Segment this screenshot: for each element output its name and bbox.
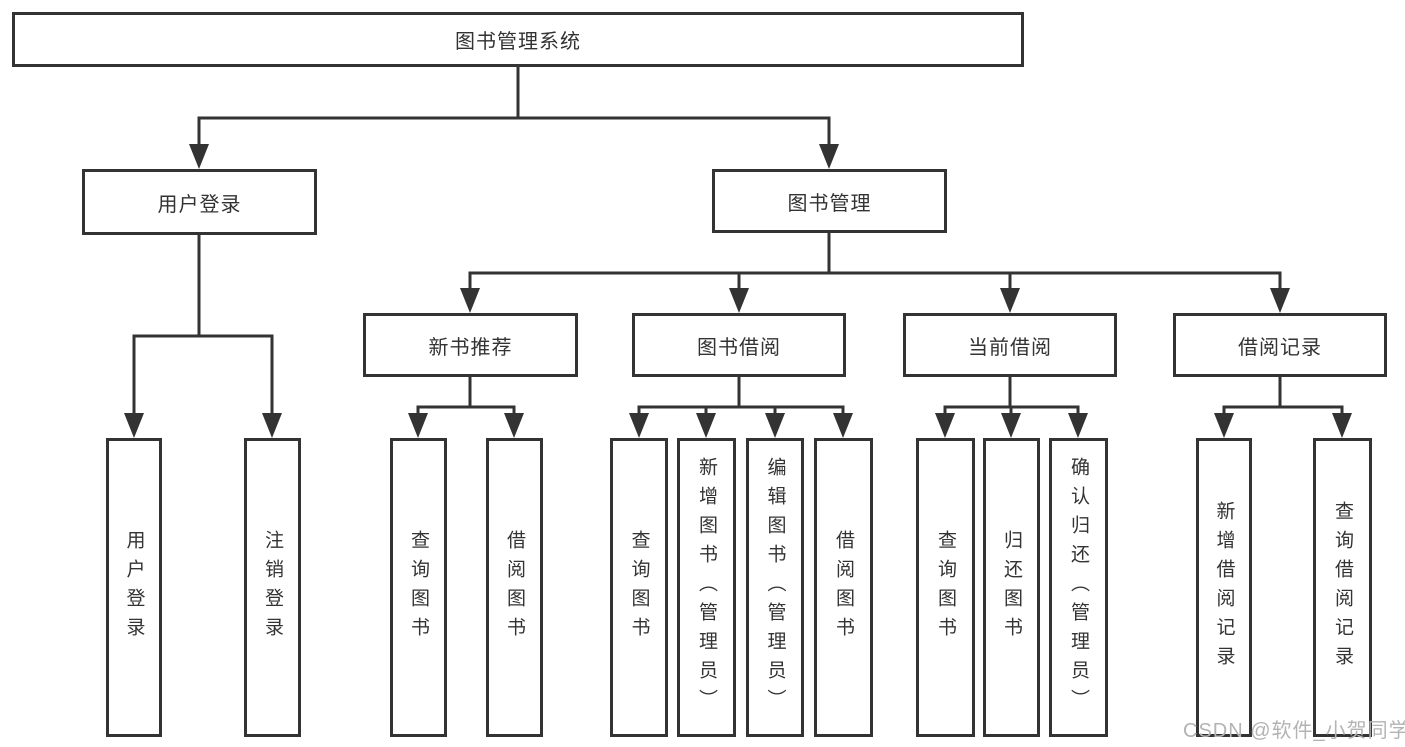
arrow-down-icon: [1001, 413, 1021, 438]
arrow-down-icon: [1068, 413, 1088, 438]
arrow-down-icon: [819, 144, 839, 169]
leaf-label: 编辑图书（管理员）: [764, 457, 786, 718]
leaf-user-login: 用户登录: [106, 438, 162, 737]
arrow-down-icon: [696, 413, 716, 438]
leaf-query-books-borrowing: 查询图书: [610, 438, 668, 737]
leaf-borrow-books-recommend: 借阅图书: [486, 438, 543, 737]
leaf-query-books-recommend: 查询图书: [390, 438, 447, 737]
leaf-label: 借阅图书: [504, 529, 525, 646]
leaf-label: 借阅图书: [833, 529, 854, 646]
arrow-down-icon: [1000, 288, 1020, 313]
arrow-down-icon: [833, 413, 853, 438]
leaf-return-books: 归还图书: [983, 438, 1040, 737]
arrow-down-icon: [765, 413, 785, 438]
arrow-down-icon: [1270, 288, 1290, 313]
leaf-logout: 注销登录: [244, 438, 301, 737]
leaf-label: 确认归还（管理员）: [1068, 457, 1089, 718]
leaf-label: 归还图书: [1001, 529, 1022, 646]
arrow-down-icon: [124, 413, 144, 438]
arrow-down-icon: [1214, 413, 1234, 438]
node-label: 图书借阅: [697, 336, 781, 359]
leaf-label: 注销登录: [262, 529, 283, 646]
arrow-down-icon: [729, 288, 749, 313]
arrow-down-icon: [629, 413, 649, 438]
node-borrowing-records: 借阅记录: [1173, 313, 1387, 377]
node-current-borrowing: 当前借阅: [903, 313, 1117, 377]
node-book-borrowing: 图书借阅: [632, 313, 846, 377]
node-label: 用户登录: [157, 193, 242, 216]
leaf-add-book-admin: 新增图书（管理员）: [677, 438, 736, 737]
node-book-management: 图书管理: [712, 169, 947, 233]
arrow-down-icon: [1332, 413, 1352, 438]
node-label: 借阅记录: [1238, 336, 1322, 359]
node-new-book-recommend: 新书推荐: [363, 313, 578, 377]
leaf-label: 查询图书: [628, 529, 650, 646]
leaf-borrow-books: 借阅图书: [814, 438, 873, 737]
node-label: 图书管理系统: [455, 31, 581, 53]
node-root: 图书管理系统: [12, 12, 1024, 67]
leaf-label: 查询图书: [408, 529, 429, 646]
csdn-watermark: CSDN @软件_小贺同学: [1183, 720, 1405, 742]
leaf-query-books-current: 查询图书: [916, 438, 975, 737]
arrow-down-icon: [504, 413, 524, 438]
node-label: 新书推荐: [428, 336, 513, 359]
leaf-label: 新增图书（管理员）: [696, 457, 717, 718]
arrow-down-icon: [935, 413, 955, 438]
arrow-down-icon: [408, 413, 428, 438]
leaf-query-borrow-record: 查询借阅记录: [1313, 438, 1372, 737]
arrow-down-icon: [460, 288, 480, 313]
arrow-down-icon: [189, 144, 209, 169]
leaf-edit-book-admin: 编辑图书（管理员）: [746, 438, 804, 737]
node-label: 当前借阅: [968, 336, 1052, 359]
leaf-add-borrow-record: 新增借阅记录: [1196, 438, 1252, 737]
leaf-label: 查询借阅记录: [1332, 500, 1353, 675]
node-label: 图书管理: [787, 192, 872, 215]
leaf-label: 查询图书: [935, 529, 956, 646]
arrow-down-icon: [262, 413, 282, 438]
node-user-login: 用户登录: [82, 169, 317, 235]
leaf-label: 新增借阅记录: [1213, 500, 1235, 675]
leaf-confirm-return-admin: 确认归还（管理员）: [1049, 438, 1108, 737]
leaf-label: 用户登录: [123, 529, 145, 646]
